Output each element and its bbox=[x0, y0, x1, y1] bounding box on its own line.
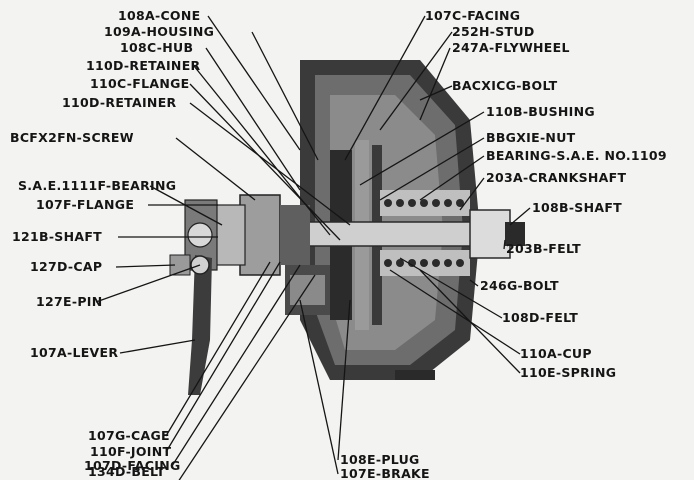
label-107e-brake: 107E-BRAKE bbox=[340, 466, 430, 480]
label-252h-stud: 252H-STUD bbox=[452, 24, 535, 39]
flywheel-housing bbox=[300, 60, 480, 380]
label-110b-bushing: 110B-BUSHING bbox=[486, 104, 595, 119]
label-110f-joint: 110F-JOINT bbox=[90, 444, 172, 459]
label-bearing-sae-1109: BEARING-S.A.E. NO.1109 bbox=[486, 148, 667, 163]
label-203b-felt: 203B-FELT bbox=[506, 241, 581, 256]
label-110c-flange: 110C-FLANGE bbox=[90, 76, 189, 91]
label-109a-housing: 109A-HOUSING bbox=[104, 24, 214, 39]
label-107c-facing: 107C-FACING bbox=[425, 8, 520, 23]
leader-lines bbox=[95, 15, 531, 480]
label-108e-plug: 108E-PLUG bbox=[340, 452, 420, 467]
label-bcfx2fn-screw: BCFX2FN-SCREW bbox=[10, 130, 134, 145]
label-bacx1cg-bolt: BACXICG-BOLT bbox=[452, 78, 558, 93]
label-107g-cage: 107G-CAGE bbox=[88, 428, 170, 443]
label-110d-retainer: 110D-RETAINER bbox=[62, 95, 177, 110]
label-110a-cup: 110A-CUP bbox=[520, 346, 592, 361]
label-108a-cone: 108A-CONE bbox=[118, 8, 200, 23]
label-107a-lever: 107A-LEVER bbox=[30, 345, 118, 360]
label-107f-flange: 107F-FLANGE bbox=[36, 197, 134, 212]
label-108b-shaft: 108B-SHAFT bbox=[532, 200, 622, 215]
label-110d-retainer-top: 110D-RETAINER bbox=[86, 58, 201, 73]
label-107d-facing: 107D-FACING bbox=[84, 458, 181, 473]
label-134d-belt: 134D-BELT bbox=[88, 464, 165, 479]
label-247a-flywheel: 247A-FLYWHEEL bbox=[452, 40, 570, 55]
label-108c-hub: 108C-HUB bbox=[120, 40, 193, 55]
transmission-cage bbox=[214, 194, 310, 276]
label-121b-shaft: 121B-SHAFT bbox=[12, 229, 102, 244]
label-bearing-sae-1111f: S.A.E.1111F-BEARING bbox=[18, 178, 176, 193]
label-127e-pin: 127E-PIN bbox=[36, 294, 103, 309]
label-108d-felt: 108D-FELT bbox=[502, 310, 578, 325]
label-246g-bolt: 246G-BOLT bbox=[480, 278, 559, 293]
label-203a-crankshaft: 203A-CRANKSHAFT bbox=[486, 170, 626, 185]
lever-arm bbox=[169, 254, 212, 395]
brake-band bbox=[285, 265, 330, 315]
label-110e-spring: 110E-SPRING bbox=[520, 365, 616, 380]
label-bbgx1e-nut: BBGXIE-NUT bbox=[486, 130, 576, 145]
clutch-springs bbox=[380, 190, 470, 276]
label-127d-cap: 127D-CAP bbox=[30, 259, 102, 274]
